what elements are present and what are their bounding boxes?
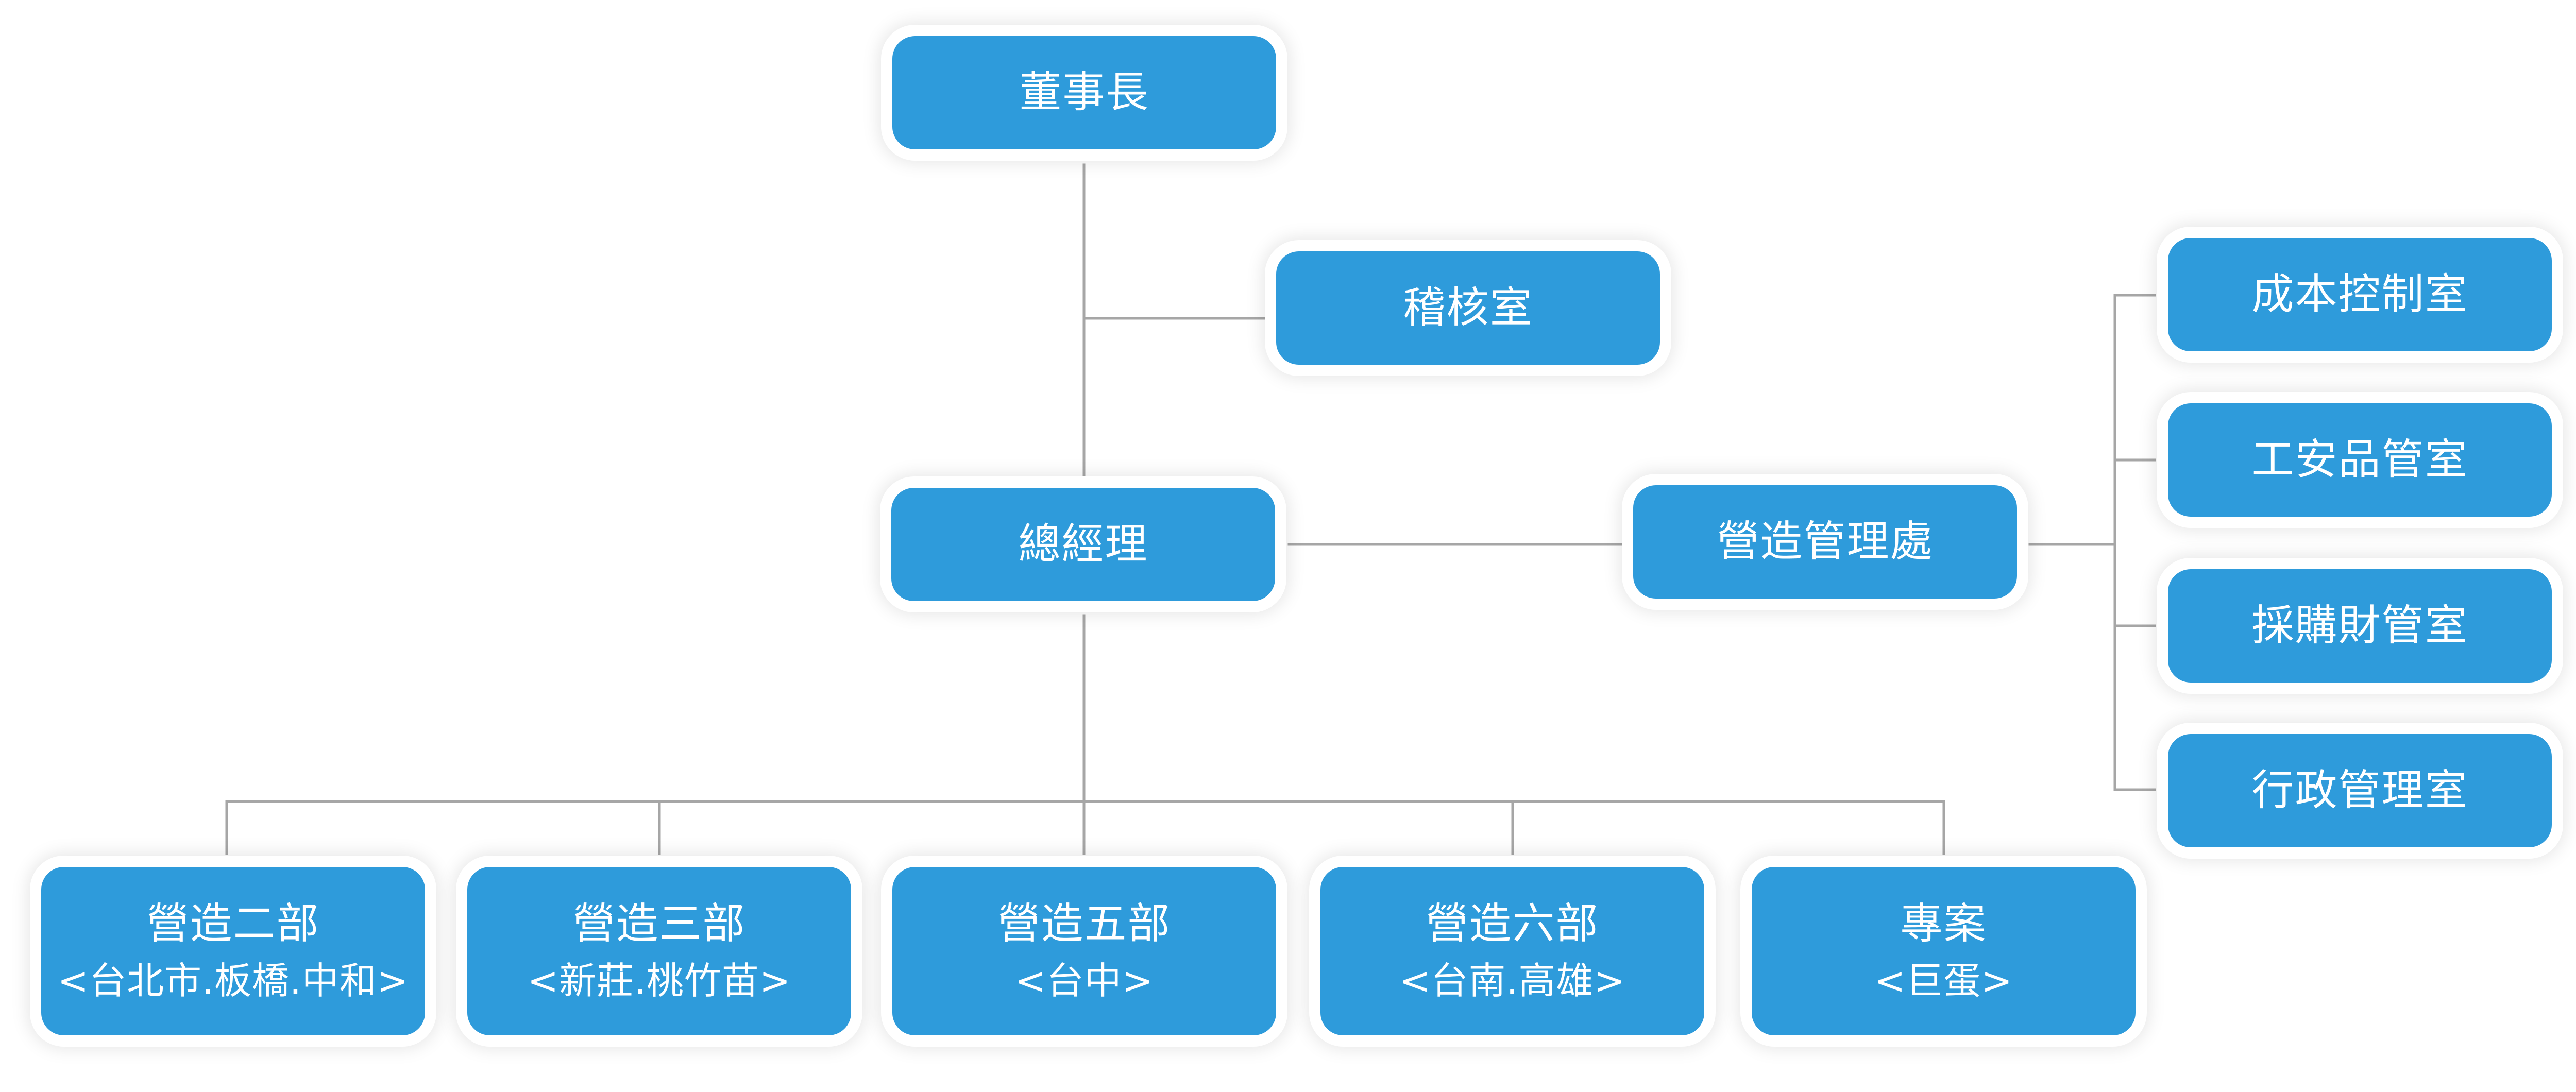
node-admin-mgmt-label: 行政管理室 <box>2251 765 2468 815</box>
node-procurement-finance-label: 採購財管室 <box>2251 601 2468 650</box>
node-admin-mgmt: 行政管理室 <box>2168 734 2552 847</box>
node-audit: 稽核室 <box>1276 251 1660 365</box>
node-dept6-region: <台南.高雄> <box>1399 959 1625 1003</box>
node-cost-control-label: 成本控制室 <box>2251 269 2468 319</box>
node-general-manager: 總經理 <box>891 488 1275 601</box>
node-project-region: <巨蛋> <box>1874 959 2013 1003</box>
node-general-manager-label: 總經理 <box>1018 519 1148 569</box>
node-dept2: 營造二部 <台北市.板橋.中和> <box>41 867 425 1035</box>
node-dept3: 營造三部 <新莊.桃竹苗> <box>467 867 851 1035</box>
node-chairman: 董事長 <box>892 36 1276 149</box>
node-project-title: 專案 <box>1900 899 1987 948</box>
node-dept3-title: 營造三部 <box>572 899 746 948</box>
node-dept5: 營造五部 <台中> <box>892 867 1276 1035</box>
node-chairman-label: 董事長 <box>1019 67 1149 117</box>
node-construction-mgmt-label: 營造管理處 <box>1717 517 1934 566</box>
node-construction-mgmt: 營造管理處 <box>1633 485 2017 599</box>
node-dept5-title: 營造五部 <box>997 899 1171 948</box>
node-dept6: 營造六部 <台南.高雄> <box>1320 867 1704 1035</box>
node-dept5-region: <台中> <box>1015 959 1154 1003</box>
node-audit-label: 稽核室 <box>1403 283 1533 332</box>
node-procurement-finance: 採購財管室 <box>2168 569 2552 682</box>
node-safety-quality: 工安品管室 <box>2168 403 2552 517</box>
node-dept2-title: 營造二部 <box>146 899 320 948</box>
node-project: 專案 <巨蛋> <box>1752 867 2136 1035</box>
node-dept6-title: 營造六部 <box>1426 899 1599 948</box>
node-cost-control: 成本控制室 <box>2168 238 2552 351</box>
node-dept3-region: <新莊.桃竹苗> <box>527 959 791 1003</box>
node-safety-quality-label: 工安品管室 <box>2251 435 2468 484</box>
node-dept2-region: <台北市.板橋.中和> <box>57 959 409 1003</box>
